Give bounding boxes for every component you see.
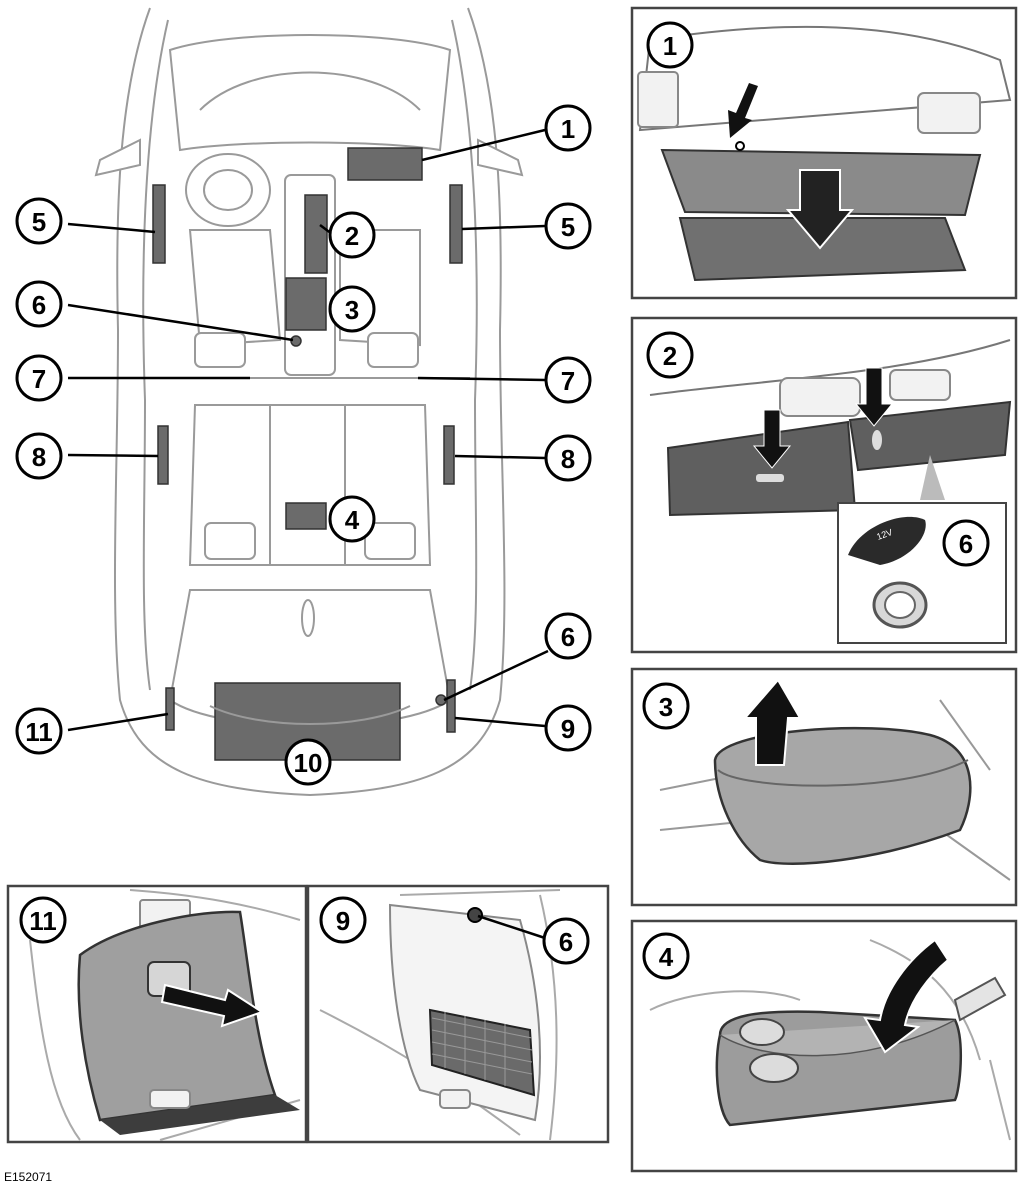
inset-right-trim: 9 6 xyxy=(306,884,610,1144)
rear-door-pocket-left xyxy=(157,425,169,485)
car-top-view xyxy=(94,7,524,797)
console-socket-dot xyxy=(290,335,302,347)
figure-code: E152071 xyxy=(4,1170,53,1184)
inset-rear-armrest: 4 xyxy=(630,919,1018,1173)
callout-4: 4 xyxy=(345,505,360,535)
press-arrow-right-icon xyxy=(854,367,894,427)
press-arrow-icon xyxy=(728,83,758,138)
inset-glovebox: 1 xyxy=(630,6,1018,300)
callout-7-right: 7 xyxy=(561,366,575,396)
callout-11: 11 xyxy=(25,717,53,747)
boot-trim-left-zone xyxy=(165,687,175,731)
main-callouts: 1 2 3 4 5 5 6 7 7 8 8 6 9 10 11 xyxy=(15,104,592,786)
callout-1: 1 xyxy=(561,114,575,144)
callout-5-right: 5 xyxy=(561,212,575,242)
front-door-pocket-right xyxy=(449,184,463,264)
callout-6-console: 6 xyxy=(32,290,46,320)
inset-2-socket-label: 6 xyxy=(959,529,973,559)
inset-3-label: 3 xyxy=(659,692,673,722)
inset-1-label: 1 xyxy=(663,31,677,61)
callout-5-left: 5 xyxy=(32,207,46,237)
inset-9-label: 9 xyxy=(336,906,350,936)
lift-up-arrow-icon xyxy=(742,678,802,766)
callout-8-right: 8 xyxy=(561,444,575,474)
callout-2: 2 xyxy=(345,221,359,251)
leader-lines xyxy=(67,128,549,732)
callout-3: 3 xyxy=(345,295,359,325)
press-arrow-left-icon xyxy=(752,409,792,469)
pull-arrow-icon xyxy=(160,983,265,1028)
fold-down-arrow-icon xyxy=(863,938,950,1054)
callout-9: 9 xyxy=(561,714,575,744)
callout-7-left: 7 xyxy=(32,364,46,394)
socket-cap-icon xyxy=(848,516,926,565)
front-armrest-zone xyxy=(285,277,327,331)
boot-trim-right-zone xyxy=(446,679,456,733)
rear-door-pocket-right xyxy=(443,425,455,485)
inset-left-trim: 11 xyxy=(6,884,308,1144)
front-door-pocket-left xyxy=(152,184,166,264)
inset-console: 12V 2 6 xyxy=(630,316,1018,654)
inset-11-label: 11 xyxy=(29,906,57,936)
console-bin-zone xyxy=(304,194,328,274)
callout-10: 10 xyxy=(294,748,323,778)
rear-armrest-zone xyxy=(285,502,327,530)
callout-6-boot: 6 xyxy=(561,622,575,652)
inset-2-label: 2 xyxy=(663,341,677,371)
callout-8-left: 8 xyxy=(32,442,46,472)
open-down-arrow-icon xyxy=(785,169,855,250)
inset-9-socket-label: 6 xyxy=(559,927,573,957)
inset-4-label: 4 xyxy=(659,942,674,972)
glovebox-zone xyxy=(347,147,423,181)
inset-front-armrest: 3 xyxy=(630,667,1018,907)
